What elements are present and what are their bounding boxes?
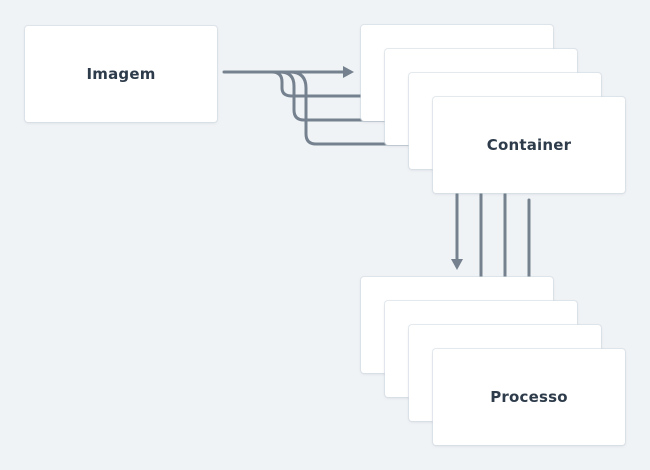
process-node-label: Processo	[490, 388, 568, 406]
arrowhead-image-to-container-1	[343, 66, 354, 78]
container-node-label: Container	[486, 136, 572, 154]
arrow-image-to-container-2	[270, 70, 370, 98]
image-node[interactable]: Imagem	[25, 26, 217, 122]
process-node[interactable]: Processo	[433, 349, 625, 445]
arrowhead-container-to-process-1	[451, 259, 463, 270]
container-node[interactable]: Container	[433, 97, 625, 193]
image-node-label: Imagem	[86, 65, 156, 83]
